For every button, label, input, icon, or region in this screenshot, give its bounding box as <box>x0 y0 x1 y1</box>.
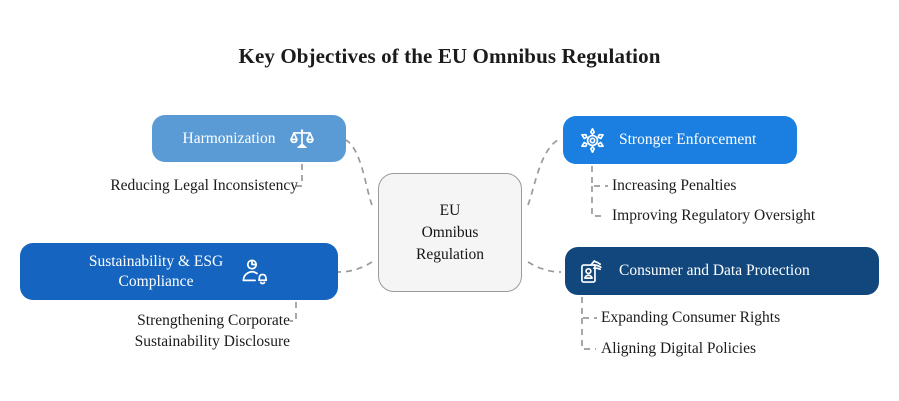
connector-consumer-sub-0 <box>581 297 597 319</box>
sub-item-sustainability-0: Strengthening Corporate Sustainability D… <box>134 312 290 350</box>
branch-harmonization-label: Harmonization <box>182 129 276 147</box>
person-notification-icon <box>241 258 269 286</box>
branch-consumer[interactable]: Consumer and Data Protection <box>565 247 879 295</box>
branch-enforcement[interactable]: Stronger Enforcement <box>563 116 797 164</box>
branch-sustainability[interactable]: Sustainability & ESG Compliance <box>20 243 338 300</box>
id-badge-icon <box>579 258 606 285</box>
sub-item-enforcement-0: Increasing Penalties <box>612 177 737 194</box>
branch-enforcement-label: Stronger Enforcement <box>619 131 757 149</box>
connector-enforcement-sub-0 <box>591 166 608 187</box>
connector-sustainability-sub-0 <box>290 302 297 322</box>
connector-center-consumer <box>527 261 562 273</box>
center-node-label: EU Omnibus Regulation <box>415 201 485 263</box>
sub-item-consumer-1: Aligning Digital Policies <box>601 340 756 357</box>
scales-of-justice-icon <box>289 126 315 152</box>
connector-consumer-sub-1 <box>581 318 596 350</box>
branch-harmonization[interactable]: Harmonization <box>152 115 346 162</box>
connector-enforcement-sub-1 <box>591 186 606 217</box>
sheriff-badge-icon <box>579 127 606 154</box>
sub-item-harmonization-0: Reducing Legal Inconsistency <box>110 177 298 194</box>
page-title: Key Objectives of the EU Omnibus Regulat… <box>238 44 661 68</box>
connector-center-sustainability <box>337 261 373 273</box>
branch-sustainability-label: Sustainability & ESG Compliance <box>88 252 224 290</box>
sub-item-enforcement-1: Improving Regulatory Oversight <box>612 207 816 224</box>
connector-center-enforcement <box>527 139 559 206</box>
center-node[interactable]: EU Omnibus Regulation <box>378 173 522 292</box>
branch-consumer-label: Consumer and Data Protection <box>619 262 810 280</box>
sub-item-consumer-0: Expanding Consumer Rights <box>601 309 781 326</box>
connector-center-harmonization <box>345 139 373 206</box>
